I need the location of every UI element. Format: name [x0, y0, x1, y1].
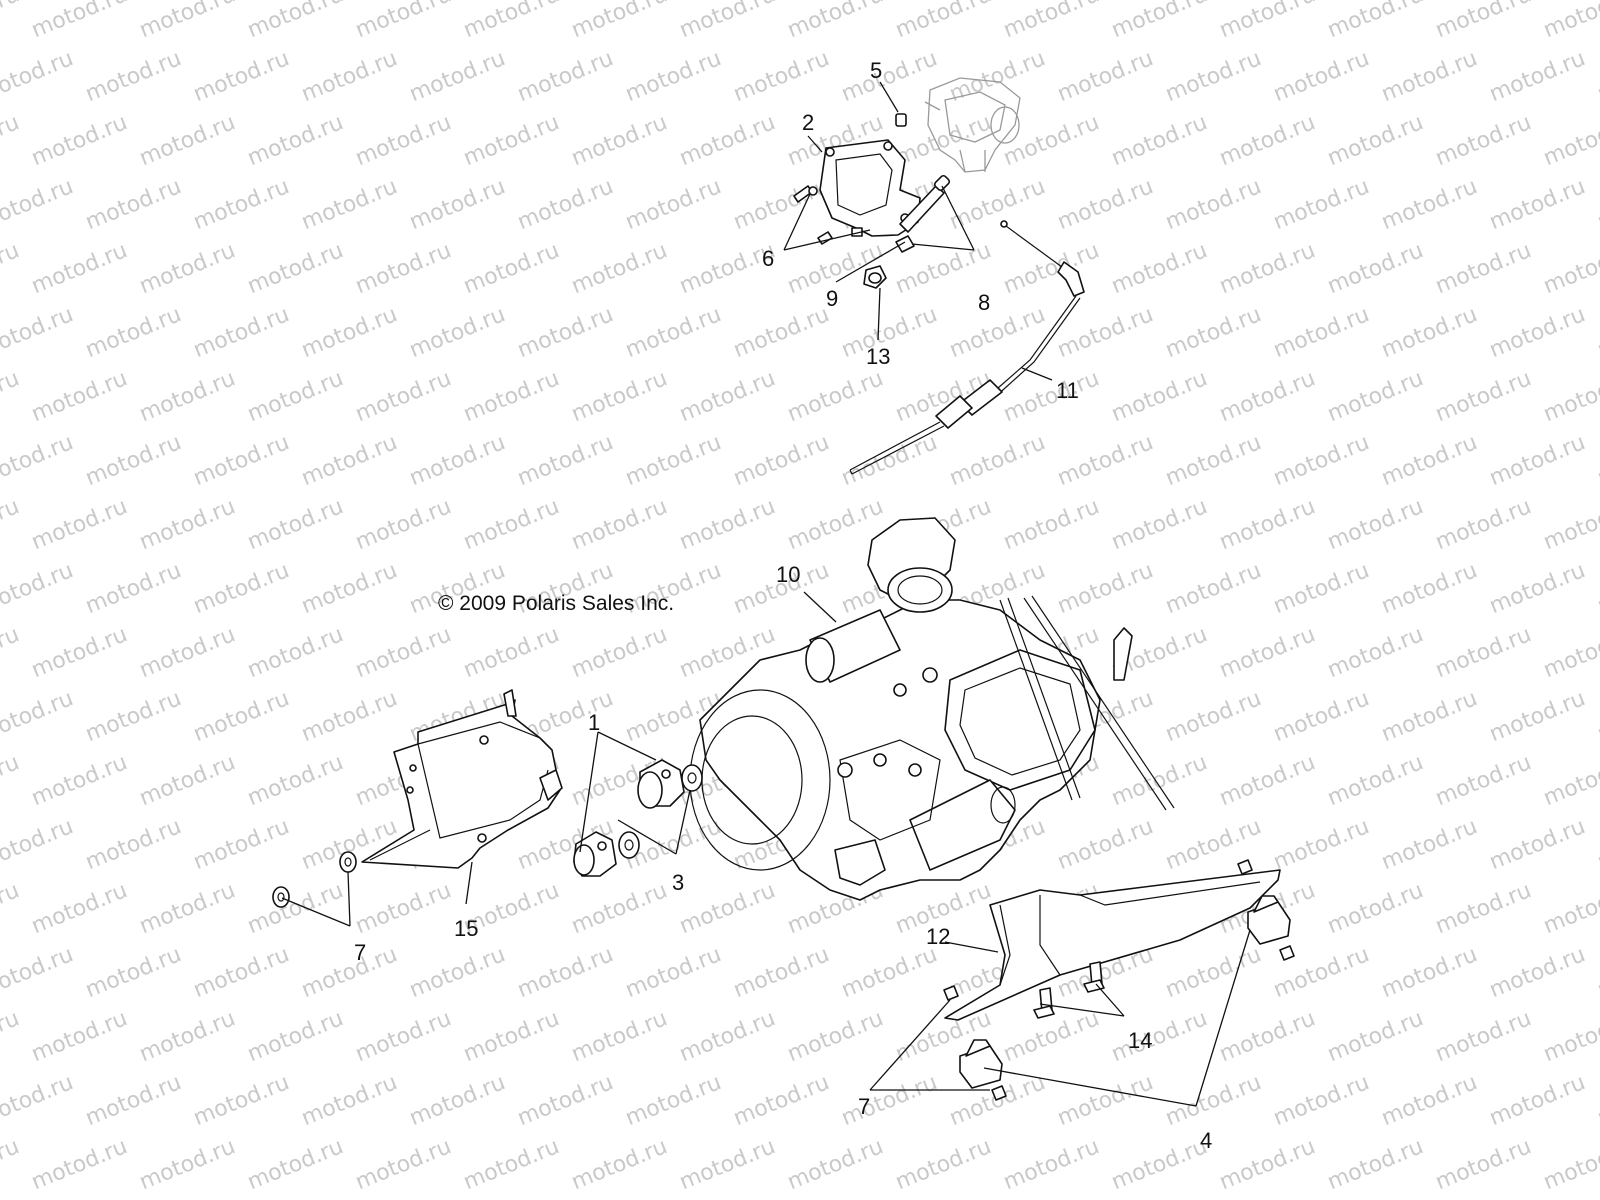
callout-4: 4	[1200, 1128, 1213, 1153]
callout-12: 12	[926, 924, 951, 949]
part-12-mount-plate	[944, 869, 1281, 1021]
callout-7-left: 7	[354, 940, 367, 965]
part-15-engine-bracket	[361, 689, 563, 869]
copyright-notice: © 2009 Polaris Sales Inc.	[438, 592, 675, 615]
callout-11: 11	[1056, 378, 1079, 403]
part-6-bolts	[793, 185, 863, 245]
callout-14: 14	[1128, 1028, 1153, 1053]
throttle-body-ghost	[924, 77, 1021, 173]
callout-13: 13	[866, 344, 891, 369]
part-3-washers	[618, 764, 703, 859]
part-4-rubber-mounts	[959, 895, 1291, 1089]
callout-15: 15	[454, 916, 479, 941]
callout-9: 9	[826, 286, 839, 311]
callout-1: 1	[588, 710, 601, 735]
part-1-engine-mounts	[573, 759, 685, 877]
part-5-fitting	[895, 113, 907, 127]
callout-10: 10	[776, 562, 801, 587]
leader-lines	[281, 81, 1251, 1107]
part-7-nuts	[272, 851, 1295, 1101]
callout-7-bottom: 7	[858, 1094, 871, 1119]
part-13-grommet	[863, 265, 887, 289]
callout-8: 8	[978, 290, 991, 315]
engine-assembly	[689, 517, 1175, 901]
part-11-cable	[849, 220, 1085, 475]
part-8-hose	[895, 174, 951, 253]
callout-2: 2	[802, 110, 815, 135]
callout-6: 6	[762, 246, 775, 271]
callout-5: 5	[870, 58, 883, 83]
callout-3: 3	[672, 870, 685, 895]
part-14-studs	[1033, 961, 1105, 1019]
